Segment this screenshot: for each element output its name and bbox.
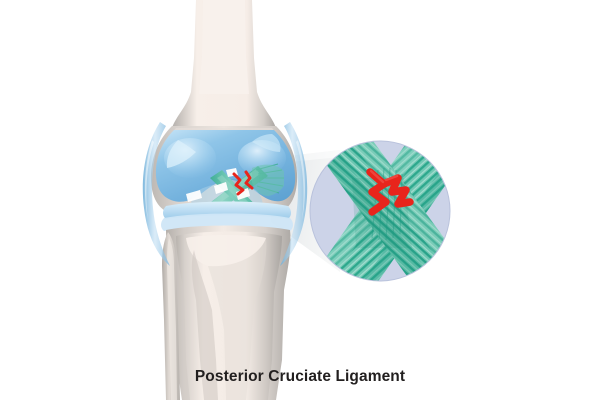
joint-capsule — [142, 122, 308, 266]
tear-highlight — [369, 169, 399, 184]
band-crossing-shadow — [352, 178, 412, 248]
inset-circle-border — [309, 140, 451, 282]
knee-joint-cross-section — [142, 0, 308, 400]
caption-text: Posterior Cruciate Ligament — [194, 368, 406, 385]
figure-caption: Posterior Cruciate Ligament — [0, 368, 600, 386]
fibula-bone — [162, 232, 180, 400]
tibia-bone — [166, 225, 291, 400]
ligament-tear — [232, 170, 254, 196]
